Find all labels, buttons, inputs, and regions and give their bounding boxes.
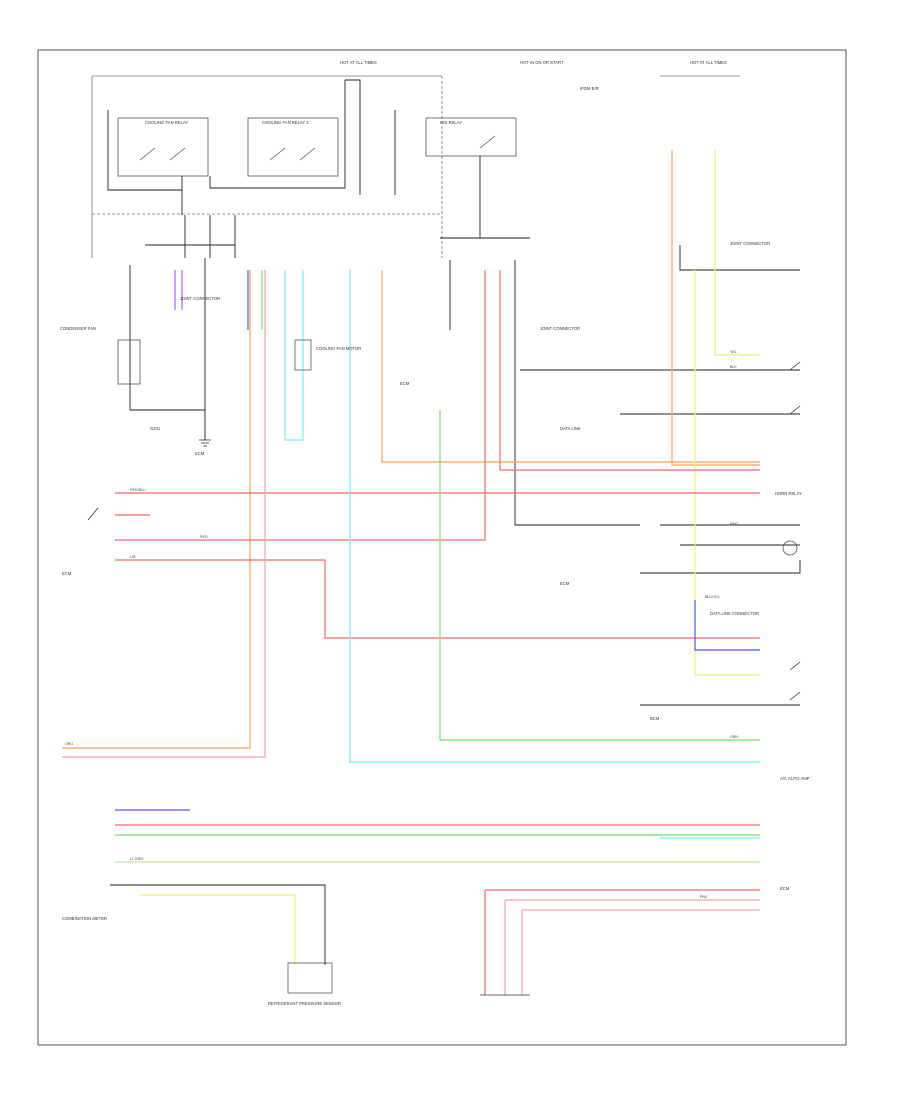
wires-orange bbox=[62, 150, 760, 749]
bottom-right-module-label: A/C AUTO AMP bbox=[780, 776, 810, 781]
relay-mid-label: COOLING FAN RELAY 2 bbox=[262, 120, 309, 125]
joint-connector-mid-label: JOINT CONNECTOR bbox=[540, 326, 580, 331]
ecm-left-label: ECM bbox=[195, 451, 205, 456]
cooling-fan-motor-label: COOLING FAN MOTOR bbox=[316, 346, 361, 351]
wires-blue bbox=[115, 270, 760, 811]
wires-cyan bbox=[284, 270, 760, 839]
ecm-mid-label: ECM bbox=[400, 381, 410, 386]
diagram-border bbox=[37, 49, 847, 1046]
relay-mid bbox=[247, 117, 339, 177]
wire-code: RED/BLU bbox=[130, 488, 146, 492]
data-link-label: DATA LINK bbox=[560, 426, 581, 431]
bottom-mid-module-label: REFRIGERANT PRESSURE SENSOR bbox=[268, 1001, 341, 1006]
ecm-right-label: ECM bbox=[560, 581, 570, 586]
wire-code: BLU/YEL bbox=[705, 595, 720, 599]
horn-relay-label: HORN RELAY bbox=[775, 491, 802, 496]
top-fuse-left-label: HOT AT ALL TIMES bbox=[340, 60, 377, 65]
condenser-fan-label: CONDENSER FAN bbox=[60, 326, 96, 331]
wires-yellow bbox=[140, 150, 760, 965]
horn-icon bbox=[782, 540, 798, 556]
switch-symbols bbox=[87, 361, 801, 701]
ecm-box-left-label: ECM bbox=[62, 571, 72, 576]
wires-green bbox=[115, 270, 760, 836]
wire-code: YEL bbox=[730, 350, 737, 354]
relay-left bbox=[117, 117, 209, 177]
wire-code: RED bbox=[200, 535, 208, 539]
relay-right-label: IGN RELAY bbox=[440, 120, 462, 125]
top-fuse-mid-label: HOT IN ON OR START bbox=[520, 60, 564, 65]
joint-connector-right-label: JOINT CONNECTOR bbox=[730, 241, 770, 246]
wires-black bbox=[107, 79, 801, 965]
ecm-left-box bbox=[117, 339, 333, 994]
joint-connector-left-label: JOINT CONNECTOR bbox=[180, 296, 220, 301]
wire-orange-right bbox=[671, 150, 760, 466]
wires-red bbox=[115, 270, 760, 995]
top-fuse-right-label: HOT AT ALL TIMES bbox=[690, 60, 727, 65]
bottom-left-module-label: COMBINATION METER bbox=[62, 916, 107, 921]
relay-right bbox=[425, 117, 517, 157]
wire-code: L/B bbox=[130, 555, 136, 559]
fuse-block-top bbox=[91, 75, 740, 258]
wire-code: ORG bbox=[65, 742, 73, 746]
bottom-right-2-label: ECM bbox=[780, 886, 790, 891]
wire-code: PNK bbox=[700, 895, 708, 899]
relay-left-label: COOLING FAN RELAY bbox=[145, 120, 188, 125]
wire-code: WHT bbox=[730, 522, 739, 526]
wire-code: BLK bbox=[730, 365, 737, 369]
ground-left-label: G201 bbox=[150, 426, 161, 431]
right-ctrl-1-label: DATA LINK CONNECTOR bbox=[710, 611, 759, 616]
wire-code: GRN bbox=[730, 735, 738, 739]
wires-purple bbox=[174, 270, 183, 310]
ground-icon bbox=[199, 439, 530, 996]
wire-code: LT GRN bbox=[130, 857, 143, 861]
right-ctrl-2-label: BCM bbox=[650, 716, 660, 721]
wires-pink bbox=[62, 270, 760, 995]
ipdm-right-label: IPDM E/R bbox=[580, 86, 599, 91]
